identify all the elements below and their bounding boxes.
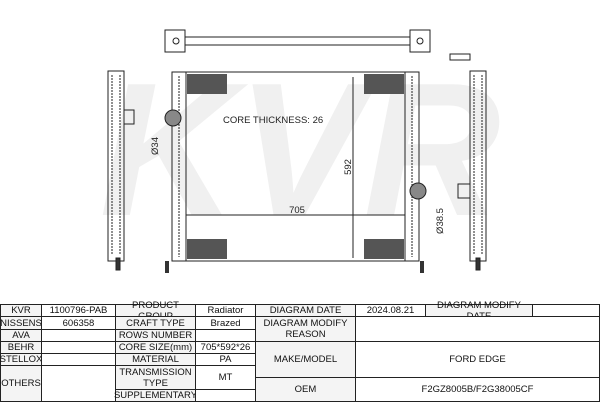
height-dimension: 592 bbox=[343, 159, 354, 175]
left-side-view bbox=[107, 70, 135, 271]
make-model-value: FORD EDGE bbox=[355, 341, 600, 378]
oem-label: OEM bbox=[255, 377, 356, 402]
core-thickness-label: CORE THICKNESS: 26 bbox=[223, 115, 323, 126]
craft-type-label: CRAFT TYPE bbox=[115, 316, 196, 330]
kvr-watermark: KVR bbox=[99, 44, 500, 256]
width-dimension: 705 bbox=[289, 205, 305, 216]
make-model-label: MAKE/MODEL bbox=[255, 341, 356, 378]
transmission-label: TRANSMISSION TYPE bbox=[115, 365, 196, 390]
front-view bbox=[164, 71, 427, 273]
right-side-view bbox=[457, 70, 487, 271]
supplementary-value bbox=[195, 389, 256, 402]
transmission-value: MT bbox=[195, 365, 256, 390]
others-value bbox=[41, 365, 116, 402]
outlet-diameter: Ø38.5 bbox=[435, 208, 446, 234]
oem-value: F2GZ8005B/F2G38005CF bbox=[355, 377, 600, 402]
inlet-diameter: Ø34 bbox=[150, 137, 161, 155]
modify-reason-label: DIAGRAM MODIFY REASON bbox=[255, 316, 356, 342]
supplementary-label: SUPPLEMENTARY bbox=[113, 389, 198, 402]
others-label: OTHERS bbox=[0, 365, 42, 402]
radiator-technical-drawing: KVR bbox=[99, 29, 501, 273]
nissens-label: NISSENS bbox=[0, 316, 42, 330]
craft-type-value: Brazed bbox=[195, 316, 256, 330]
top-view bbox=[164, 29, 471, 61]
modify-reason-value bbox=[355, 316, 600, 342]
nissens-value: 606358 bbox=[41, 316, 116, 330]
